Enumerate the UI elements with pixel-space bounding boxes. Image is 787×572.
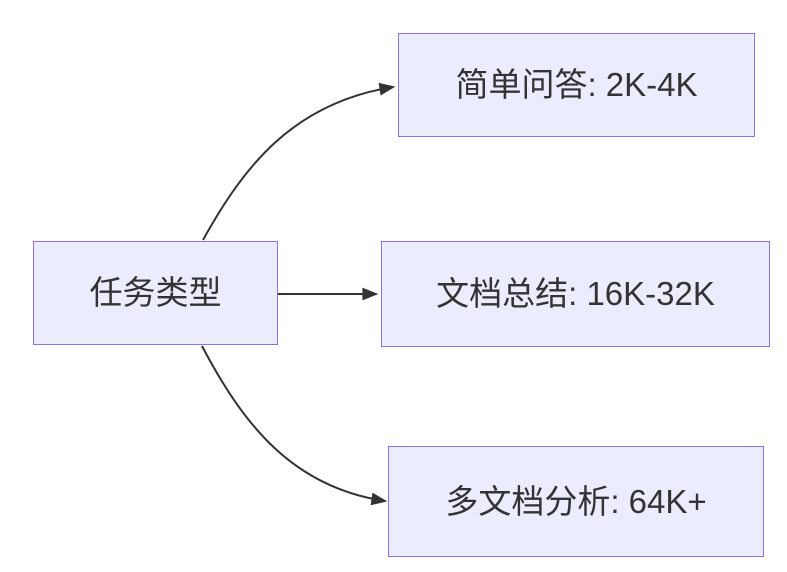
node-multi-doc-label: 多文档分析: 64K+ bbox=[445, 482, 707, 520]
edge-task-type-to-multi-doc bbox=[201, 345, 388, 506]
node-simple-qa-label: 简单问答: 2K-4K bbox=[455, 66, 698, 104]
node-task-type-label: 任务类型 bbox=[89, 274, 222, 312]
node-multi-doc: 多文档分析: 64K+ bbox=[388, 446, 764, 557]
node-simple-qa: 简单问答: 2K-4K bbox=[398, 33, 755, 137]
node-doc-summary-label: 文档总结: 16K-32K bbox=[436, 275, 715, 313]
node-doc-summary: 文档总结: 16K-32K bbox=[381, 241, 770, 347]
node-task-type: 任务类型 bbox=[33, 241, 278, 345]
edge-task-type-to-simple-qa bbox=[202, 82, 396, 241]
